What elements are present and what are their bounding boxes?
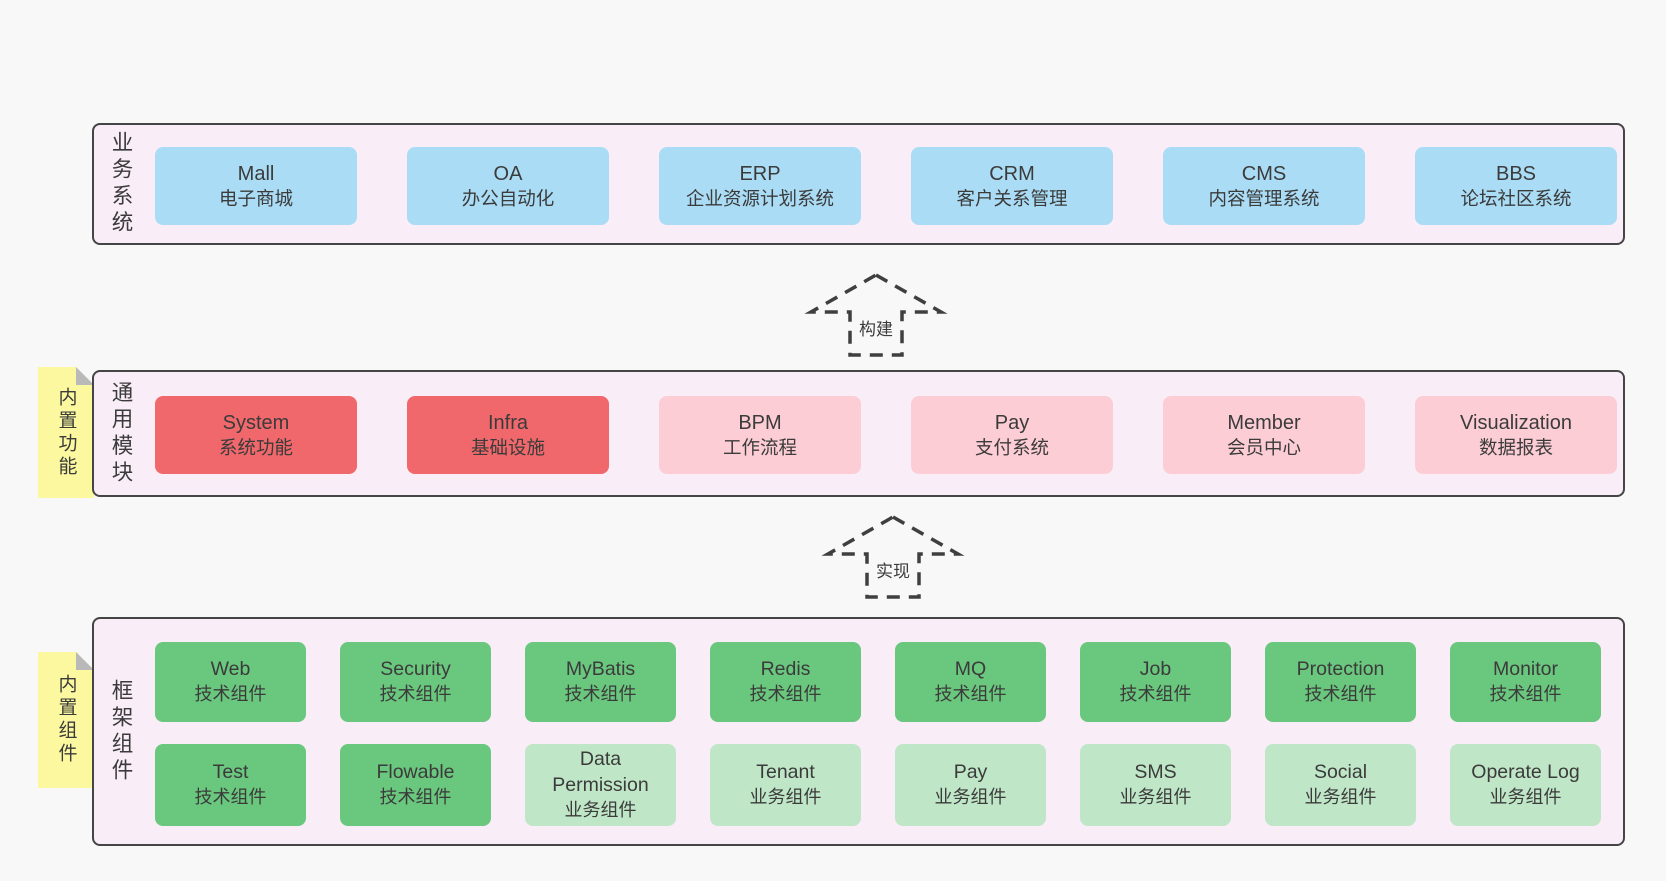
box-subtitle: 技术组件 bbox=[379, 683, 452, 704]
box-subtitle: 论坛社区系统 bbox=[1460, 187, 1572, 209]
box-sms: SMS 业务组件 bbox=[1080, 744, 1231, 826]
box-title: MyBatis bbox=[565, 658, 636, 681]
box-social: Social 业务组件 bbox=[1265, 744, 1416, 826]
box-subtitle: 客户关系管理 bbox=[956, 187, 1068, 209]
box-protection: Protection 技术组件 bbox=[1265, 642, 1416, 722]
box-title: Web bbox=[210, 658, 251, 681]
box-subtitle: 支付系统 bbox=[974, 436, 1049, 458]
arrow-label: 实现 bbox=[872, 556, 914, 583]
box-monitor: Monitor 技术组件 bbox=[1450, 642, 1601, 722]
box-redis: Redis 技术组件 bbox=[710, 642, 861, 722]
box-subtitle: 业务组件 bbox=[564, 799, 637, 820]
box-title: Member bbox=[1227, 411, 1301, 434]
box-visualization: Visualization 数据报表 bbox=[1415, 396, 1617, 474]
box-tenant: Tenant 业务组件 bbox=[710, 744, 861, 826]
box-data-permission: Data Permission 业务组件 bbox=[525, 744, 676, 826]
box-subtitle: 业务组件 bbox=[1489, 786, 1562, 807]
layer-business-systems: 业务系统 Mall 电子商城 OA 办公自动化 ERP 企业资源计划系统 CRM… bbox=[92, 123, 1625, 245]
box-subtitle: 企业资源计划系统 bbox=[685, 187, 834, 209]
box-job: Job 技术组件 bbox=[1080, 642, 1231, 722]
layer-title: 框架组件 bbox=[109, 678, 133, 785]
box-crm: CRM 客户关系管理 bbox=[911, 147, 1113, 225]
box-flowable: Flowable 技术组件 bbox=[340, 744, 491, 826]
box-subtitle: 技术组件 bbox=[1304, 683, 1377, 704]
box-title: Mall bbox=[237, 162, 275, 185]
box-subtitle: 办公自动化 bbox=[461, 187, 555, 209]
box-erp: ERP 企业资源计划系统 bbox=[659, 147, 861, 225]
arrow-build: 构建 bbox=[801, 272, 951, 358]
box-title: Tenant bbox=[756, 761, 815, 784]
box-title: System bbox=[222, 411, 290, 434]
box-title: OA bbox=[493, 162, 523, 185]
box-subtitle: 系统功能 bbox=[218, 436, 293, 458]
layer-title: 通用模块 bbox=[109, 380, 133, 487]
box-title: Protection bbox=[1296, 658, 1385, 681]
box-subtitle: 技术组件 bbox=[379, 786, 452, 807]
box-subtitle: 业务组件 bbox=[1119, 786, 1192, 807]
box-subtitle: 技术组件 bbox=[934, 683, 1007, 704]
layer-framework-components: 框架组件 Web 技术组件 Security 技术组件 MyBatis 技术组件… bbox=[92, 617, 1625, 846]
box-subtitle: 数据报表 bbox=[1478, 436, 1553, 458]
box-bbs: BBS 论坛社区系统 bbox=[1415, 147, 1617, 225]
box-system: System 系统功能 bbox=[155, 396, 357, 474]
box-subtitle: 工作流程 bbox=[722, 436, 797, 458]
layer-title: 业务系统 bbox=[109, 131, 133, 237]
box-infra: Infra 基础设施 bbox=[407, 396, 609, 474]
box-mall: Mall 电子商城 bbox=[155, 147, 357, 225]
box-pay: Pay 支付系统 bbox=[911, 396, 1113, 474]
box-subtitle: 电子商城 bbox=[218, 187, 293, 209]
box-subtitle: 会员中心 bbox=[1226, 436, 1301, 458]
box-title: Security bbox=[380, 658, 451, 681]
box-subtitle: 技术组件 bbox=[1119, 683, 1192, 704]
box-title: Monitor bbox=[1492, 658, 1559, 681]
box-subtitle: 技术组件 bbox=[564, 683, 637, 704]
box-mybatis: MyBatis 技术组件 bbox=[525, 642, 676, 722]
box-subtitle: 基础设施 bbox=[470, 436, 545, 458]
box-title: Redis bbox=[760, 658, 811, 681]
box-title: MQ bbox=[954, 658, 987, 681]
box-test: Test 技术组件 bbox=[155, 744, 306, 826]
box-title: Job bbox=[1139, 658, 1172, 681]
box-subtitle: 技术组件 bbox=[194, 786, 267, 807]
box-title: Data Permission bbox=[552, 748, 649, 797]
box-oa: OA 办公自动化 bbox=[407, 147, 609, 225]
box-subtitle: 内容管理系统 bbox=[1208, 187, 1320, 209]
box-title: Flowable bbox=[376, 761, 455, 784]
sticky-tab-label: 内置功能 bbox=[55, 386, 77, 479]
box-title: CMS bbox=[1241, 162, 1287, 185]
box-pay-biz: Pay 业务组件 bbox=[895, 744, 1046, 826]
arrow-implement: 实现 bbox=[818, 514, 968, 600]
box-cms: CMS 内容管理系统 bbox=[1163, 147, 1365, 225]
box-operate-log: Operate Log 业务组件 bbox=[1450, 744, 1601, 826]
box-title: BPM bbox=[738, 411, 782, 434]
box-title: Test bbox=[212, 761, 249, 784]
box-title: Visualization bbox=[1460, 411, 1572, 434]
sticky-tab-label: 内置组件 bbox=[55, 674, 77, 766]
box-title: CRM bbox=[989, 162, 1035, 185]
box-subtitle: 业务组件 bbox=[749, 786, 822, 807]
box-mq: MQ 技术组件 bbox=[895, 642, 1046, 722]
box-subtitle: 业务组件 bbox=[934, 786, 1007, 807]
layer-common-modules: 通用模块 System 系统功能 Infra 基础设施 BPM 工作流程 Pay… bbox=[92, 370, 1625, 497]
box-subtitle: 技术组件 bbox=[1489, 683, 1562, 704]
sticky-tab-built-in-components: 内置组件 bbox=[38, 652, 94, 788]
box-subtitle: 技术组件 bbox=[194, 683, 267, 704]
box-subtitle: 业务组件 bbox=[1304, 786, 1377, 807]
arrow-label: 构建 bbox=[855, 314, 897, 341]
sticky-tab-built-in-features: 内置功能 bbox=[38, 367, 94, 498]
box-title: Social bbox=[1313, 761, 1368, 784]
box-title: Infra bbox=[487, 411, 529, 434]
box-security: Security 技术组件 bbox=[340, 642, 491, 722]
box-title: SMS bbox=[1134, 761, 1177, 784]
box-subtitle: 技术组件 bbox=[749, 683, 822, 704]
box-bpm: BPM 工作流程 bbox=[659, 396, 861, 474]
box-title: Pay bbox=[953, 761, 988, 784]
box-member: Member 会员中心 bbox=[1163, 396, 1365, 474]
box-title: ERP bbox=[739, 162, 781, 185]
box-title: Operate Log bbox=[1471, 761, 1580, 784]
box-web: Web 技术组件 bbox=[155, 642, 306, 722]
box-title: BBS bbox=[1495, 162, 1537, 185]
box-title: Pay bbox=[994, 411, 1030, 434]
